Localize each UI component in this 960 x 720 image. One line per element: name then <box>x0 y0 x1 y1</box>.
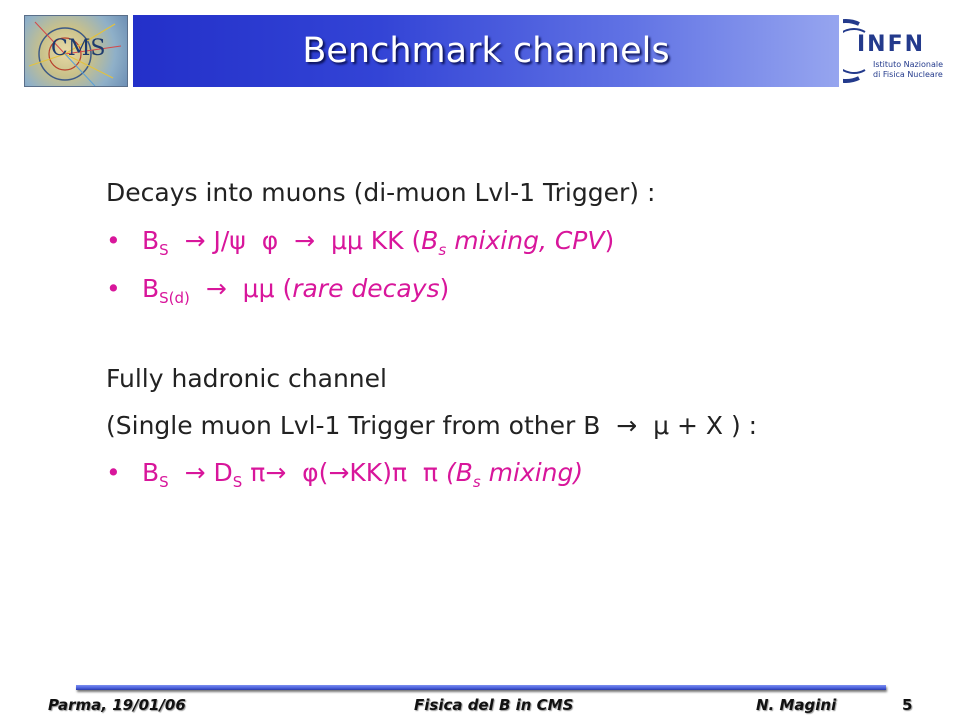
bullet-dot-icon: • <box>106 274 121 303</box>
footer-talk-title: Fisica del B in CMS <box>414 696 574 714</box>
page-title: Benchmark channels <box>302 31 670 71</box>
bullet-text: BS → J/ψ φ → μμ KK (Bs mixing, CPV) <box>142 226 615 259</box>
section2-heading: Fully hadronic channel <box>106 364 387 393</box>
infn-logo: INFN Istituto Nazionale di Fisica Nuclea… <box>814 16 953 86</box>
footer-rule <box>76 685 886 690</box>
section2-subheading: (Single muon Lvl-1 Trigger from other B … <box>106 411 758 440</box>
infn-logo-line2: di Fisica Nucleare <box>873 70 943 79</box>
bullet-dot-icon: • <box>106 458 121 487</box>
title-bar: Benchmark channels <box>133 15 839 87</box>
cms-logo-graphic <box>28 21 122 86</box>
bullet-text: BS(d) → μμ (rare decays) <box>142 274 450 307</box>
cms-logo-text: CMS <box>51 36 106 61</box>
cms-logo: CMS <box>24 15 128 87</box>
bullet-text: BS → DS π→ φ(→KK)π π (Bs mixing) <box>142 458 584 491</box>
infn-logo-line1: Istituto Nazionale <box>873 60 943 69</box>
bullet-dot-icon: • <box>106 226 121 255</box>
infn-logo-brand: INFN <box>857 32 926 57</box>
page-number: 5 <box>902 696 913 714</box>
footer-author: N. Magini <box>756 696 837 714</box>
footer-date-location: Parma, 19/01/06 <box>48 696 186 714</box>
section1-heading: Decays into muons (di-muon Lvl-1 Trigger… <box>106 178 656 207</box>
